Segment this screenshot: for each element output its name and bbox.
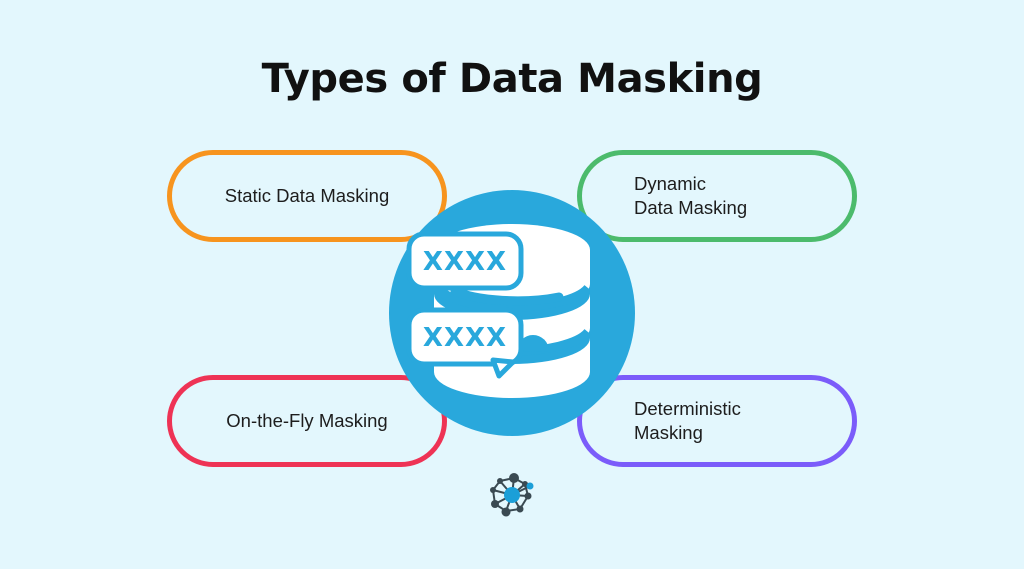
- masked-value-tag-bottom: XXXX: [406, 307, 524, 379]
- card-dynamic-data-masking[interactable]: Dynamic Data Masking: [577, 150, 857, 242]
- logo-nodes: [490, 473, 532, 517]
- logo-accent-dot: [526, 482, 534, 490]
- network-nodes-logo: [484, 471, 540, 519]
- card-dynamic-data-masking-label: Dynamic Data Masking: [634, 173, 748, 218]
- card-on-the-fly-masking-label: On-the-Fly Masking: [226, 410, 388, 432]
- page-title: Types of Data Masking: [261, 56, 763, 102]
- masked-value-tag-top: XXXX: [406, 231, 524, 291]
- card-deterministic-masking-label: Deterministic Masking: [634, 398, 741, 443]
- card-on-the-fly-masking[interactable]: On-the-Fly Masking: [167, 375, 447, 467]
- card-deterministic-masking[interactable]: Deterministic Masking: [577, 375, 857, 467]
- masked-value-top-text: XXXX: [423, 247, 507, 277]
- logo-accent-node: [504, 487, 520, 503]
- masked-value-bottom-text: XXXX: [423, 323, 507, 353]
- database-masking-icon: XXXX XXXX: [389, 190, 635, 436]
- card-static-data-masking-label: Static Data Masking: [224, 185, 390, 207]
- card-static-data-masking[interactable]: Static Data Masking: [167, 150, 447, 242]
